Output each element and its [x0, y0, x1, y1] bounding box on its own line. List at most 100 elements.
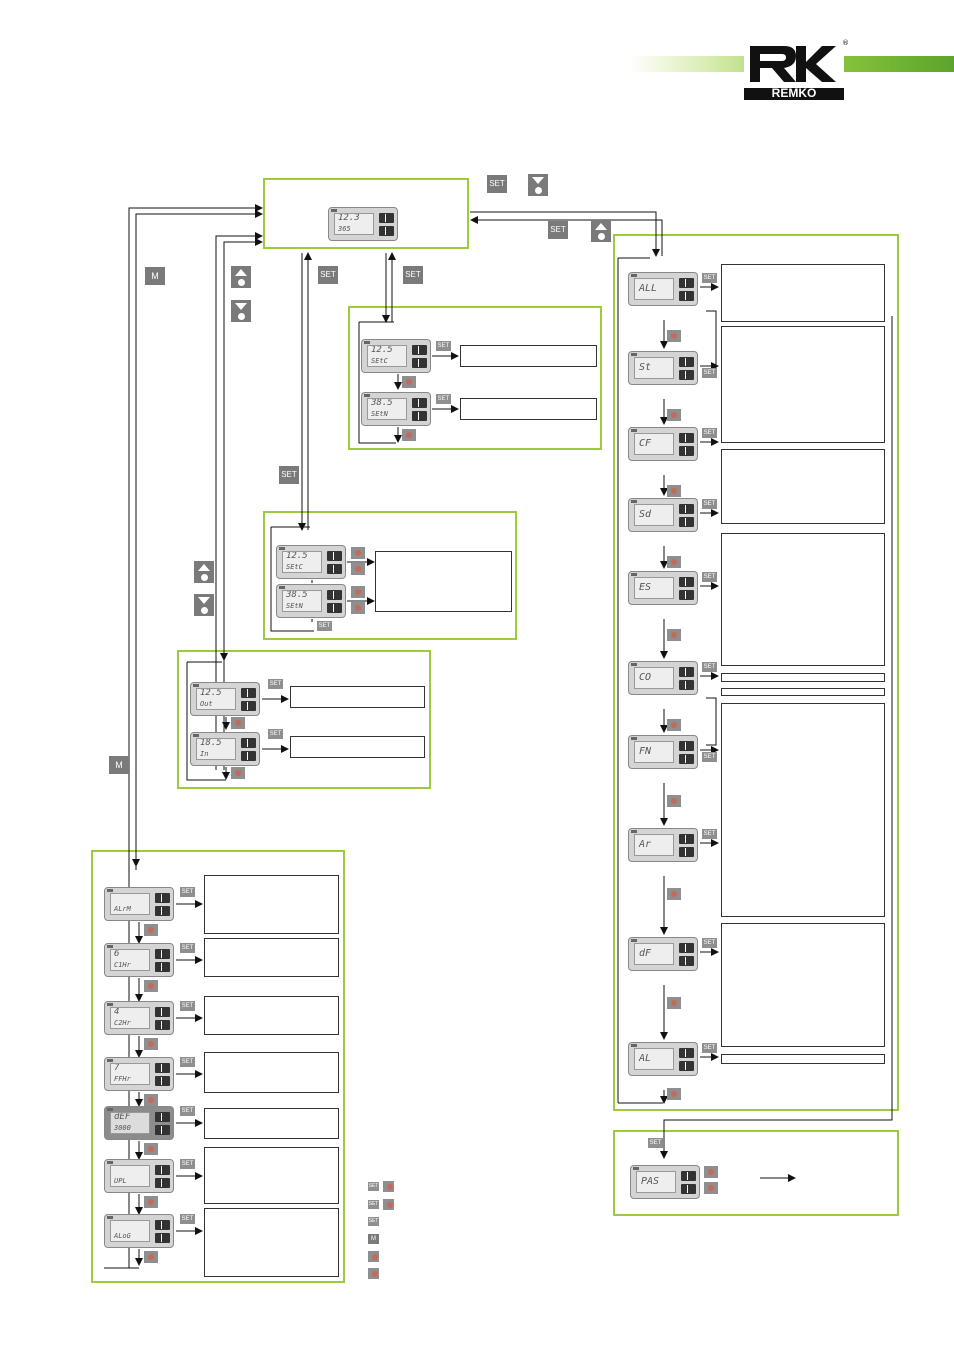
password-up-button[interactable] [704, 1166, 718, 1178]
set-button-hint-4[interactable]: SET [403, 266, 423, 284]
param-description-7 [721, 923, 885, 1047]
menu-description-5 [204, 1147, 339, 1204]
logo-mark-icon [744, 42, 844, 100]
param-set-button-6[interactable]: SET [702, 752, 717, 762]
param-set-button-2[interactable]: SET [702, 428, 717, 438]
param-display-7: Ar [628, 828, 698, 862]
password-set-button[interactable]: SET [648, 1138, 663, 1148]
registered-mark: ® [842, 39, 849, 47]
param-set-button-7[interactable]: SET [702, 829, 717, 839]
menu-display-4: dEF 3000 [104, 1106, 174, 1140]
param-set-button-9[interactable]: SET [702, 1043, 717, 1053]
param-set-button-8[interactable]: SET [702, 938, 717, 948]
menu-description-2 [204, 996, 339, 1035]
param-down-button-4[interactable] [667, 629, 681, 641]
param-down-button-1[interactable] [667, 409, 681, 421]
menu-set-button-2[interactable]: SET [180, 1001, 195, 1011]
menu-down-button-0[interactable] [144, 924, 158, 936]
set-button-hint[interactable]: SET [487, 175, 507, 193]
display-line2: C2Hr [114, 1019, 131, 1027]
param-display-0: ALL [628, 272, 698, 306]
display-text: Sd [639, 509, 652, 520]
legend-down-3 [368, 1268, 379, 1279]
main-line1: 12.3 [338, 213, 360, 223]
param-down-button-0[interactable] [667, 330, 681, 342]
set-button-hint-2[interactable]: SET [548, 221, 568, 239]
param-description-2 [721, 449, 885, 524]
set-down-button-1[interactable] [351, 602, 365, 614]
up-button-hint-3[interactable] [194, 561, 214, 583]
set-down-button-0[interactable] [351, 563, 365, 575]
probe-down-button-0[interactable] [231, 717, 245, 729]
param-display-5: CO [628, 661, 698, 695]
menu-set-button-5[interactable]: SET [180, 1159, 195, 1169]
param-display-2: CF [628, 427, 698, 461]
param-down-button-9[interactable] [667, 1088, 681, 1100]
menu-down-button-2[interactable] [144, 1038, 158, 1050]
display-line1: 18.5 [200, 738, 222, 748]
menu-set-button-6[interactable]: SET [180, 1214, 195, 1224]
menu-down-button-5[interactable] [144, 1196, 158, 1208]
menu-display-0: ALrM [104, 887, 174, 921]
param-set-button-1[interactable]: SET [702, 368, 717, 378]
set-up-button-1[interactable] [351, 586, 365, 598]
param-down-button-2[interactable] [667, 485, 681, 497]
param-down-button-3[interactable] [667, 556, 681, 568]
read-set-button-1[interactable]: SET [436, 394, 451, 404]
probe-description-1 [290, 736, 425, 758]
read-down-button-0[interactable] [402, 376, 416, 388]
param-down-button-7[interactable] [667, 888, 681, 900]
menu-set-button-0[interactable]: SET [180, 887, 195, 897]
set-button-hint-5[interactable]: SET [279, 466, 299, 484]
legend-m: M [368, 1234, 379, 1244]
menu-down-button-3[interactable] [144, 1094, 158, 1106]
param-description-1 [721, 326, 885, 443]
param-description-4 [721, 673, 885, 682]
menu-down-button-4[interactable] [144, 1143, 158, 1155]
up-arrow-icon [198, 564, 210, 571]
probe-set-button-0[interactable]: SET [268, 679, 283, 689]
legend: SET SET SET M [368, 1180, 408, 1280]
probe-down-button-1[interactable] [231, 767, 245, 779]
up-arrow-icon [235, 269, 247, 276]
read-down-button-1[interactable] [402, 429, 416, 441]
up-button-hint-2[interactable] [231, 266, 251, 288]
set-description [375, 551, 512, 612]
param-set-button-3[interactable]: SET [702, 499, 717, 509]
display-line1: 4 [114, 1007, 120, 1017]
probe-set-button-1[interactable]: SET [268, 729, 283, 739]
legend-up [368, 1251, 379, 1262]
m-button-hint-2[interactable]: M [109, 756, 129, 774]
display-line2: ALoG [114, 1232, 131, 1240]
up-button-hint[interactable] [591, 220, 611, 242]
m-button-hint[interactable]: M [145, 267, 165, 285]
display-line2: 3000 [114, 1124, 131, 1132]
menu-set-button-4[interactable]: SET [180, 1106, 195, 1116]
param-down-button-6[interactable] [667, 795, 681, 807]
set-up-button-0[interactable] [351, 547, 365, 559]
menu-set-button-3[interactable]: SET [180, 1057, 195, 1067]
legend-set-1: SET [368, 1182, 379, 1191]
menu-set-button-1[interactable]: SET [180, 943, 195, 953]
probe-box [177, 650, 431, 789]
param-down-button-5[interactable] [667, 719, 681, 731]
param-description-6 [721, 703, 885, 917]
menu-down-button-6[interactable] [144, 1251, 158, 1263]
set-confirm-button[interactable]: SET [317, 621, 332, 631]
param-set-button-0[interactable]: SET [702, 273, 717, 283]
set-button-hint-3[interactable]: SET [318, 266, 338, 284]
password-down-button[interactable] [704, 1182, 718, 1194]
down-button-hint-2[interactable] [231, 300, 251, 322]
display-line1: dEF [114, 1112, 131, 1122]
legend-down-2 [383, 1199, 394, 1210]
param-down-button-8[interactable] [667, 997, 681, 1009]
menu-down-button-1[interactable] [144, 980, 158, 992]
param-set-button-5[interactable]: SET [702, 662, 717, 672]
menu-description-6 [204, 1208, 339, 1277]
read-set-button-0[interactable]: SET [436, 341, 451, 351]
param-set-button-4[interactable]: SET [702, 572, 717, 582]
down-button-hint[interactable] [528, 174, 548, 196]
down-button-hint-3[interactable] [194, 594, 214, 616]
